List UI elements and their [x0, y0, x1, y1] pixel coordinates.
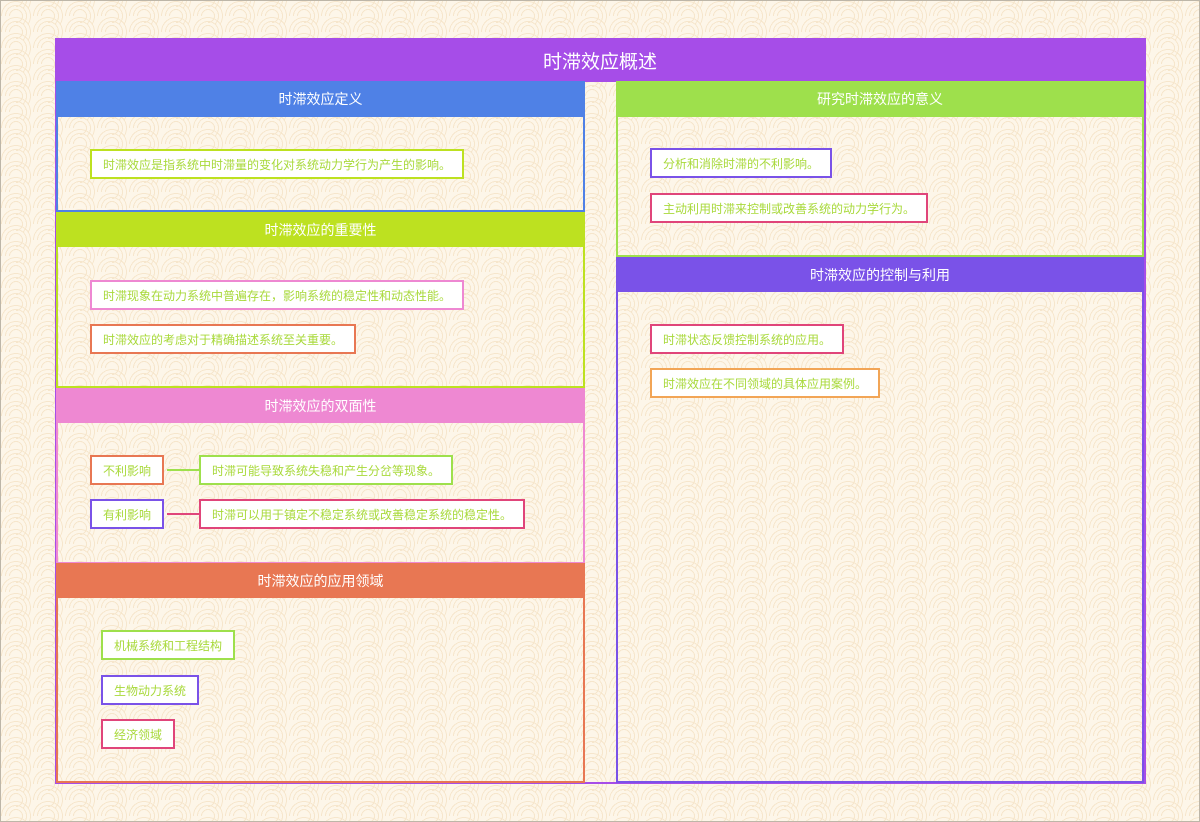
significance-heading: 研究时滞效应的意义 — [616, 81, 1144, 117]
importance-item-1: 时滞现象在动力系统中普遍存在，影响系统的稳定性和动态性能。 — [90, 280, 465, 310]
significance-item-1: 分析和消除时滞的不利影响。 — [650, 148, 833, 178]
beneficial-connector — [167, 513, 200, 515]
control-item-2: 时滞效应在不同领域的具体应用案例。 — [650, 368, 881, 398]
diagram-title: 时滞效应概述 — [55, 38, 1145, 82]
application-item-2: 生物动力系统 — [101, 675, 200, 705]
adverse-effect-label: 不利影响 — [90, 455, 165, 485]
beneficial-effect-detail: 时滞可以用于镇定不稳定系统或改善稳定系统的稳定性。 — [199, 499, 526, 529]
definition-heading: 时滞效应定义 — [56, 81, 585, 117]
beneficial-effect-label: 有利影响 — [90, 499, 165, 529]
adverse-connector — [167, 469, 200, 471]
control-item-1: 时滞状态反馈控制系统的应用。 — [650, 324, 845, 354]
control-heading: 时滞效应的控制与利用 — [616, 257, 1144, 292]
duality-heading: 时滞效应的双面性 — [56, 388, 585, 423]
importance-item-2: 时滞效应的考虑对于精确描述系统至关重要。 — [90, 324, 357, 354]
application-item-1: 机械系统和工程结构 — [101, 630, 236, 660]
application-item-3: 经济领域 — [101, 719, 176, 749]
adverse-effect-detail: 时滞可能导致系统失稳和产生分岔等现象。 — [199, 455, 454, 485]
definition-item: 时滞效应是指系统中时滞量的变化对系统动力学行为产生的影响。 — [90, 149, 465, 179]
importance-heading: 时滞效应的重要性 — [56, 212, 585, 247]
significance-item-2: 主动利用时滞来控制或改善系统的动力学行为。 — [650, 193, 929, 223]
applications-heading: 时滞效应的应用领域 — [56, 563, 585, 598]
